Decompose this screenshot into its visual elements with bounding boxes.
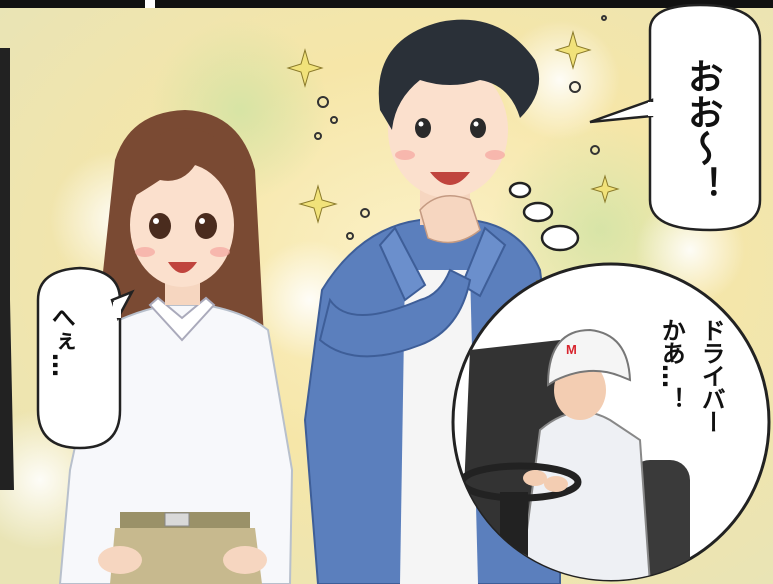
- speech-bubble-man: [589, 3, 762, 232]
- speech-woman-text: へぇ…: [47, 305, 76, 377]
- thought-text-line1: ドライバー: [697, 318, 726, 433]
- sparkle: [298, 184, 338, 224]
- thought-circle: M: [451, 262, 771, 582]
- sparkle: [286, 48, 324, 88]
- helmet-logo: M: [566, 342, 577, 357]
- thought-text-line2: かあ…！: [657, 318, 686, 410]
- thought-trail: [508, 181, 580, 252]
- speech-bubble-woman: [36, 266, 135, 450]
- small-bubbles: [314, 15, 607, 240]
- sparkle: [590, 174, 620, 204]
- helmet: [546, 328, 632, 387]
- sparkle: [554, 30, 592, 70]
- speech-man-text: おお〜！: [681, 58, 723, 202]
